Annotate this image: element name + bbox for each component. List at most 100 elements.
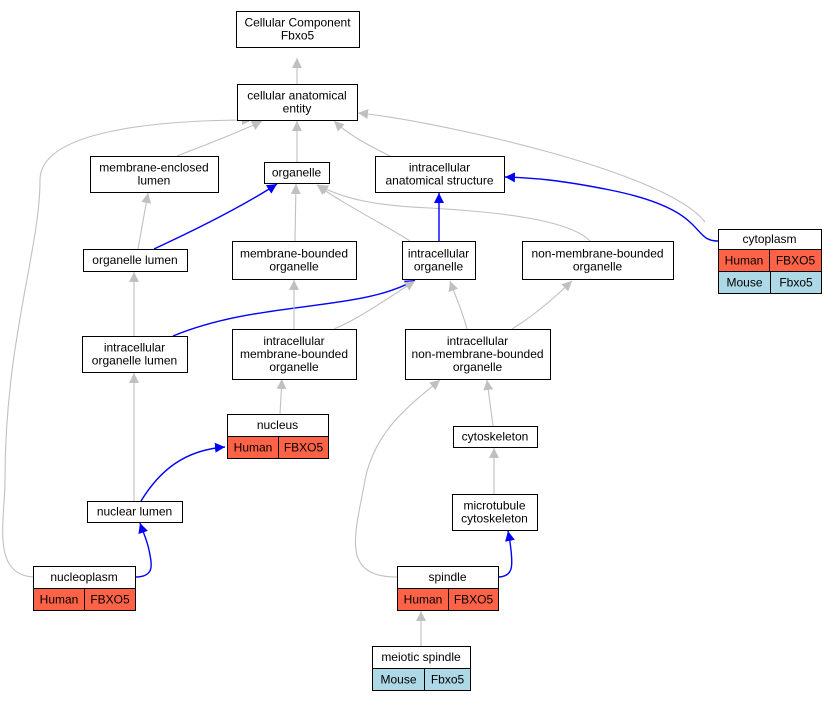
node-label: intracellular: [408, 247, 469, 261]
node-label: intracellular: [104, 341, 165, 355]
edge-imbo-to-io: [333, 280, 416, 330]
edge-inmbo-to-nmbo: [511, 280, 573, 330]
species-label: Human: [725, 254, 764, 268]
node-label: organelle: [453, 360, 503, 374]
edge-cyto-to-cae: [357, 108, 706, 223]
node-label: cellular anatomical: [247, 89, 346, 103]
gene-symbol: FBXO5: [776, 254, 816, 268]
species-label: Mouse: [380, 673, 416, 687]
edge-orglum-to-org: [153, 183, 278, 250]
node-box: [237, 84, 358, 121]
node-label: non-membrane-bounded: [411, 347, 543, 361]
gene-cell: [278, 436, 329, 459]
species-label: Mouse: [726, 276, 762, 290]
node-label: lumen: [138, 174, 171, 188]
node-label: membrane-bounded: [240, 247, 348, 261]
node-orglum[interactable]: organelle lumen: [83, 249, 188, 272]
edge-spindle-to-mtcyto: [497, 530, 515, 578]
edge-nmbo-to-org: [317, 184, 591, 242]
edge-spindle-to-inmbo: [354, 379, 441, 578]
node-label: organelle: [414, 260, 464, 274]
node-label: nuclear lumen: [97, 505, 172, 519]
node-label: organelle: [272, 166, 322, 180]
node-label: organelle: [573, 260, 623, 274]
edge-mel-to-cae: [176, 120, 263, 157]
node-label: cytoskeleton: [461, 512, 528, 526]
node-cytoskel[interactable]: cytoskeleton: [453, 426, 538, 448]
node-nuclum[interactable]: nuclear lumen: [87, 501, 183, 523]
node-label: intracellular: [263, 334, 324, 348]
gene-cell: [424, 668, 471, 691]
gene-cell: [84, 588, 136, 611]
species-label: Human: [404, 593, 443, 607]
species-label: Human: [234, 441, 273, 455]
edge-nucleus-to-imbo: [276, 378, 287, 415]
node-box: [83, 249, 188, 272]
node-box: [232, 329, 357, 380]
node-box: [452, 494, 538, 531]
edge-nuclum-to-nucleus: [140, 442, 226, 502]
node-label: membrane-bounded: [240, 347, 348, 361]
gene-cell: [448, 588, 499, 611]
edge-layer: [2, 58, 719, 646]
node-box: [236, 11, 360, 48]
node-label: organelle lumen: [92, 253, 177, 267]
node-box: [522, 241, 674, 280]
edge-cyto-to-ias: [504, 172, 719, 242]
node-label: intracellular: [447, 334, 508, 348]
gene-symbol: FBXO5: [454, 593, 494, 607]
node-label: membrane-enclosed: [99, 161, 208, 175]
edge-mbo-to-org: [290, 183, 301, 242]
species-label: Human: [40, 593, 79, 607]
node-label: nucleus: [257, 418, 298, 432]
node-label: non-membrane-bounded: [531, 247, 663, 261]
node-box: [375, 156, 505, 193]
node-label: cytoplasm: [742, 232, 796, 246]
edge-cytoskel-to-inmbo: [483, 379, 494, 427]
gene-symbol: FBXO5: [90, 593, 130, 607]
node-label: Cellular Component: [244, 16, 351, 30]
node-box: [264, 162, 330, 184]
gene-symbol: Fbxo5: [779, 276, 813, 290]
node-label: entity: [283, 102, 312, 116]
gene-symbol: FBXO5: [284, 441, 324, 455]
node-label: Fbxo5: [281, 29, 315, 43]
node-org[interactable]: organelle: [264, 162, 330, 184]
node-box: [87, 501, 183, 523]
edge-iol-to-io: [172, 279, 416, 337]
edge-ias-to-cae: [333, 120, 391, 157]
node-label: organelle: [269, 360, 319, 374]
node-inmbo[interactable]: intracellularnon-membrane-boundedorganel…: [405, 329, 551, 380]
edge-nucleoplasm-to-nuclum: [134, 522, 152, 578]
node-box: [232, 241, 357, 280]
node-box: [82, 336, 188, 373]
node-label: organelle lumen: [92, 354, 177, 368]
gene-symbol: Fbxo5: [431, 673, 465, 687]
node-label: microtubule: [463, 499, 525, 513]
node-label: nucleoplasm: [50, 570, 117, 584]
node-box: [90, 156, 219, 193]
gene-cell: [770, 271, 822, 294]
node-label: intracellular: [409, 161, 470, 175]
node-label: meiotic spindle: [381, 650, 461, 664]
node-box: [453, 426, 538, 448]
node-label: cytoskeleton: [462, 430, 529, 444]
edge-io-to-org: [316, 184, 411, 242]
